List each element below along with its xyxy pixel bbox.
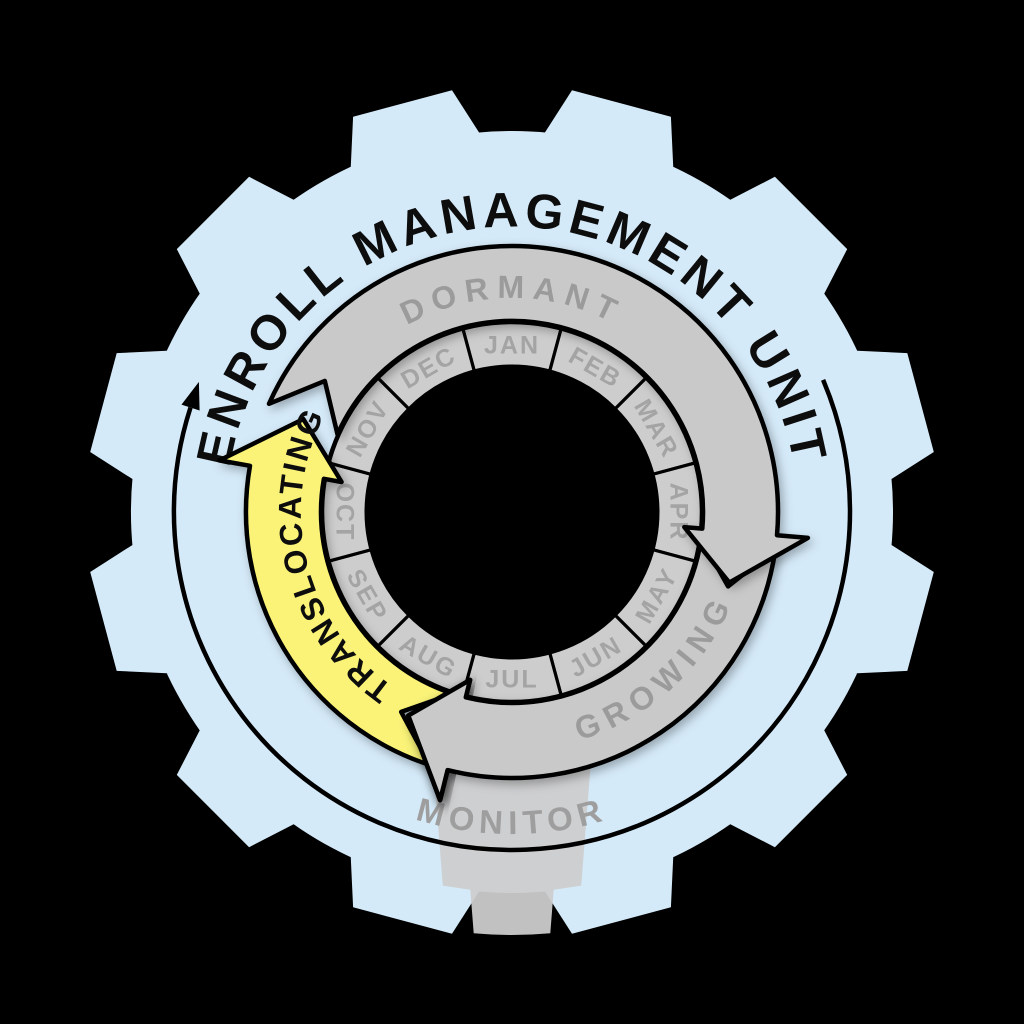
month-label: JAN	[484, 332, 540, 360]
stage-arc-dormant	[266, 243, 811, 585]
cycle-arrow	[171, 379, 853, 853]
month-label: JUL	[485, 666, 538, 694]
month-label: OCT	[331, 483, 359, 542]
cycle-arrow-head-icon	[181, 381, 200, 411]
center-hole	[364, 364, 660, 660]
stage-arc-translocating-highlighted	[217, 416, 456, 768]
